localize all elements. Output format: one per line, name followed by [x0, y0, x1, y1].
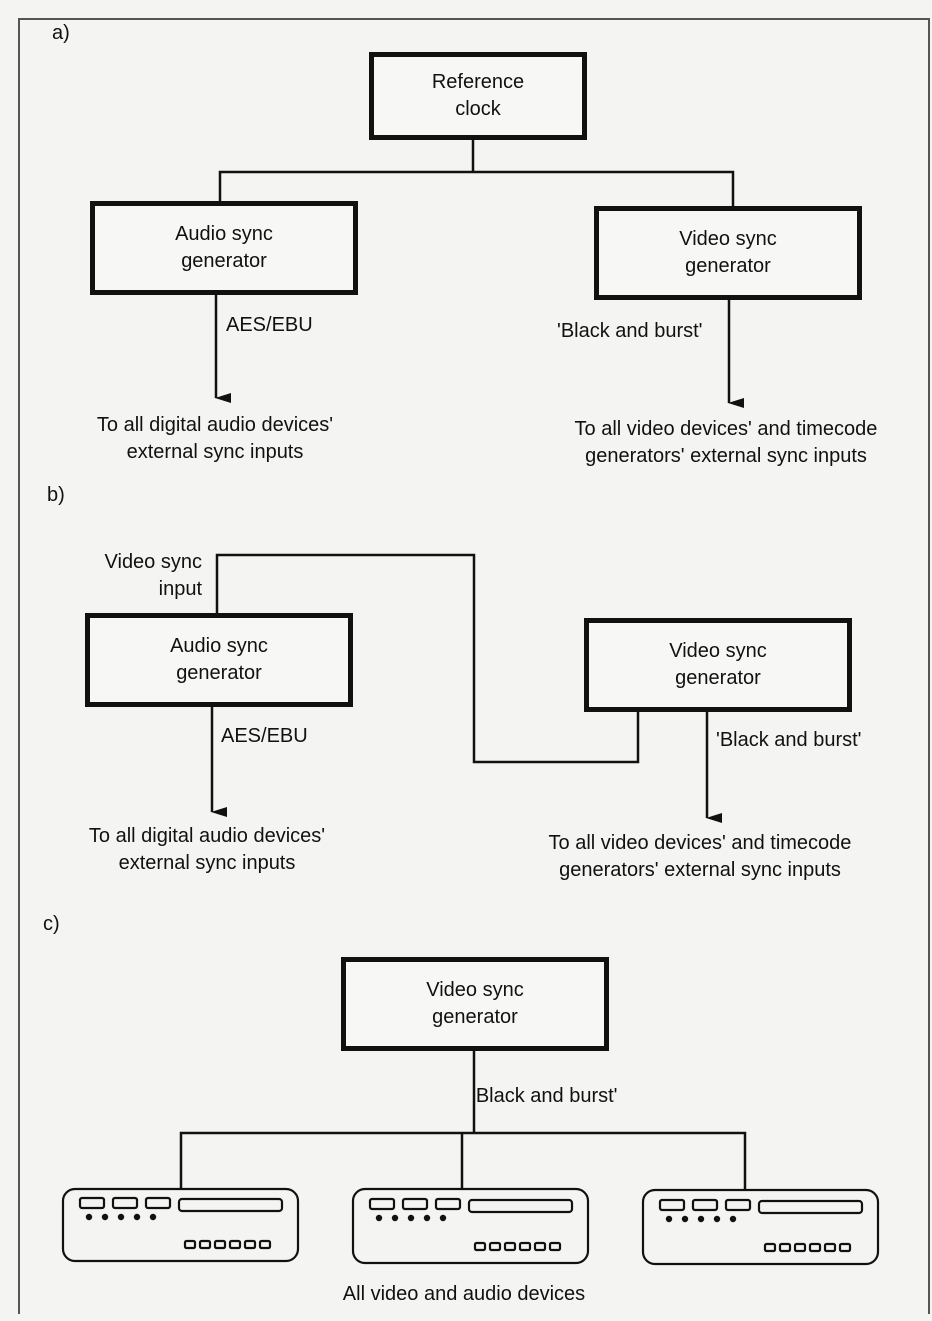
black-and-burst-label-b: 'Black and burst' [716, 729, 862, 751]
device-3 [641, 1188, 880, 1266]
audio-destination-text-b: To all digital audio devices' external s… [88, 825, 326, 874]
video-sync-generator-box-b: Video sync generator [584, 618, 852, 712]
video-destination-text-b: To all video devices' and timecode gener… [548, 832, 852, 881]
black-and-burst-label-c: 'Black and burst' [472, 1085, 618, 1107]
device-1 [61, 1187, 300, 1263]
audio-sync-generator-box-b: Audio sync generator [85, 613, 353, 707]
part-a-label: a) [52, 22, 70, 44]
part-c-label: c) [43, 913, 60, 935]
video-sync-generator-box-c: Video sync generator [341, 957, 609, 1051]
video-sync-feed-line [215, 553, 640, 764]
audio-destination-text-a: To all digital audio devices' external s… [96, 414, 334, 463]
reference-clock-box: Reference clock [369, 52, 587, 140]
device-2 [351, 1187, 590, 1265]
aes-ebu-label-a: AES/EBU [226, 314, 313, 336]
audio-sync-generator-box-a: Audio sync generator [90, 201, 358, 295]
ref-clock-branch [218, 170, 735, 208]
part-b-label: b) [47, 484, 65, 506]
devices-caption: All video and audio devices [342, 1283, 586, 1305]
video-sync-generator-box-a: Video sync generator [594, 206, 862, 300]
aes-ebu-label-b: AES/EBU [221, 725, 308, 747]
figure-frame [18, 18, 930, 1314]
video-destination-text-a: To all video devices' and timecode gener… [574, 418, 878, 467]
video-sync-input-label: Video sync input [104, 551, 202, 600]
black-and-burst-label-a: 'Black and burst' [557, 320, 703, 342]
